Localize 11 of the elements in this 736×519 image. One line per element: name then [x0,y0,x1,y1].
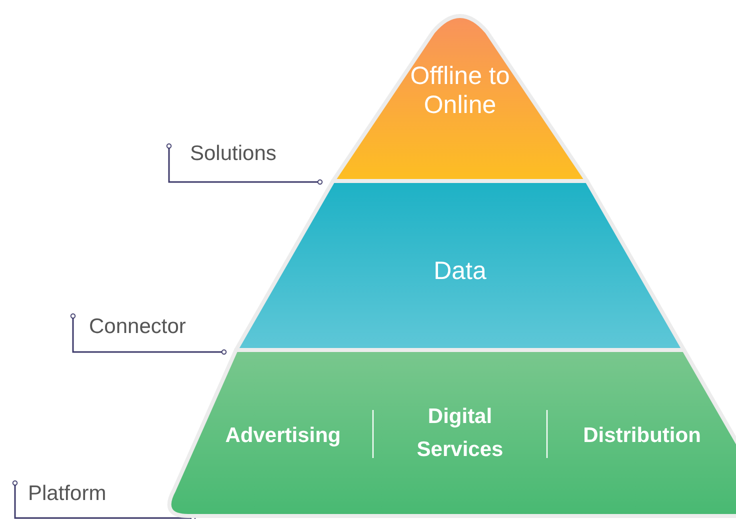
layer-label: Connector [89,315,186,338]
tier-label: Offline to Online [410,62,510,120]
layer-label: Solutions [190,142,276,165]
layer-label: Platform [28,482,106,505]
leader-line [166,143,323,185]
tier-label: Data [432,257,488,286]
tier-label: Advertising [224,423,342,449]
leader-line [12,480,196,519]
tier-label: Digital Services [416,404,504,463]
tier-label: Distribution [582,423,702,449]
leader-line [70,313,227,355]
